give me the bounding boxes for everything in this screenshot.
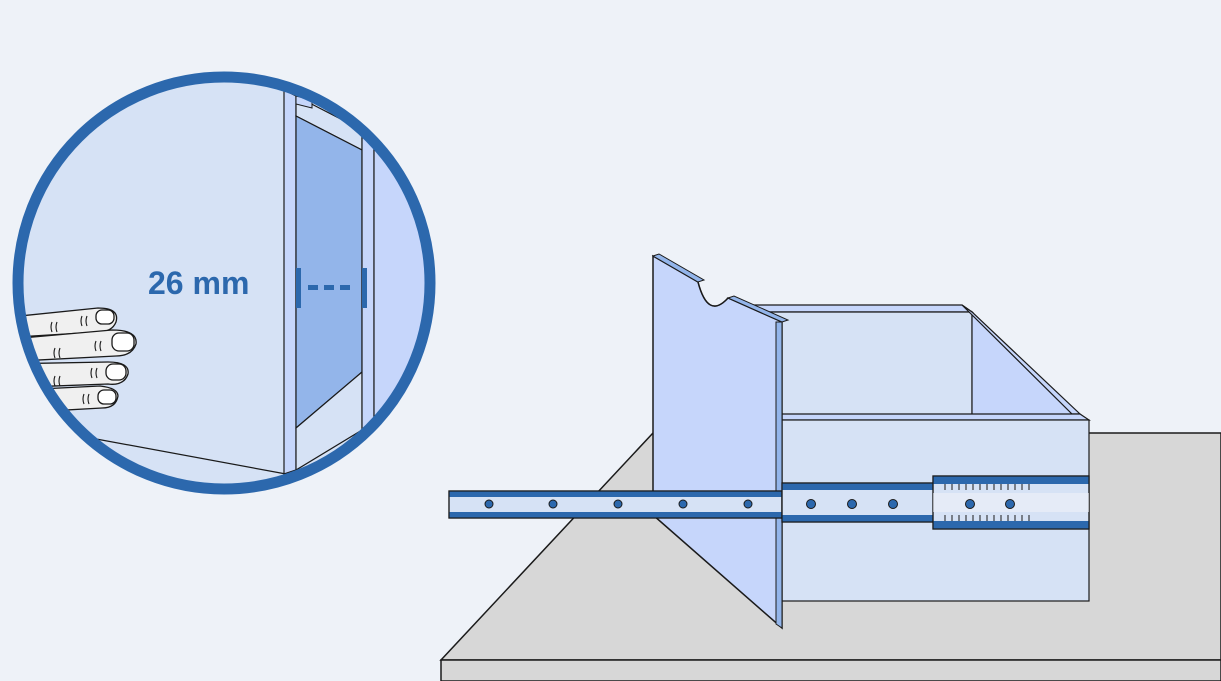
slide-rail-icon [448, 475, 1090, 530]
drawer-icon [651, 253, 1091, 630]
gap-measurement-marker [296, 268, 367, 308]
measurement-label: 26 mm [148, 265, 249, 301]
